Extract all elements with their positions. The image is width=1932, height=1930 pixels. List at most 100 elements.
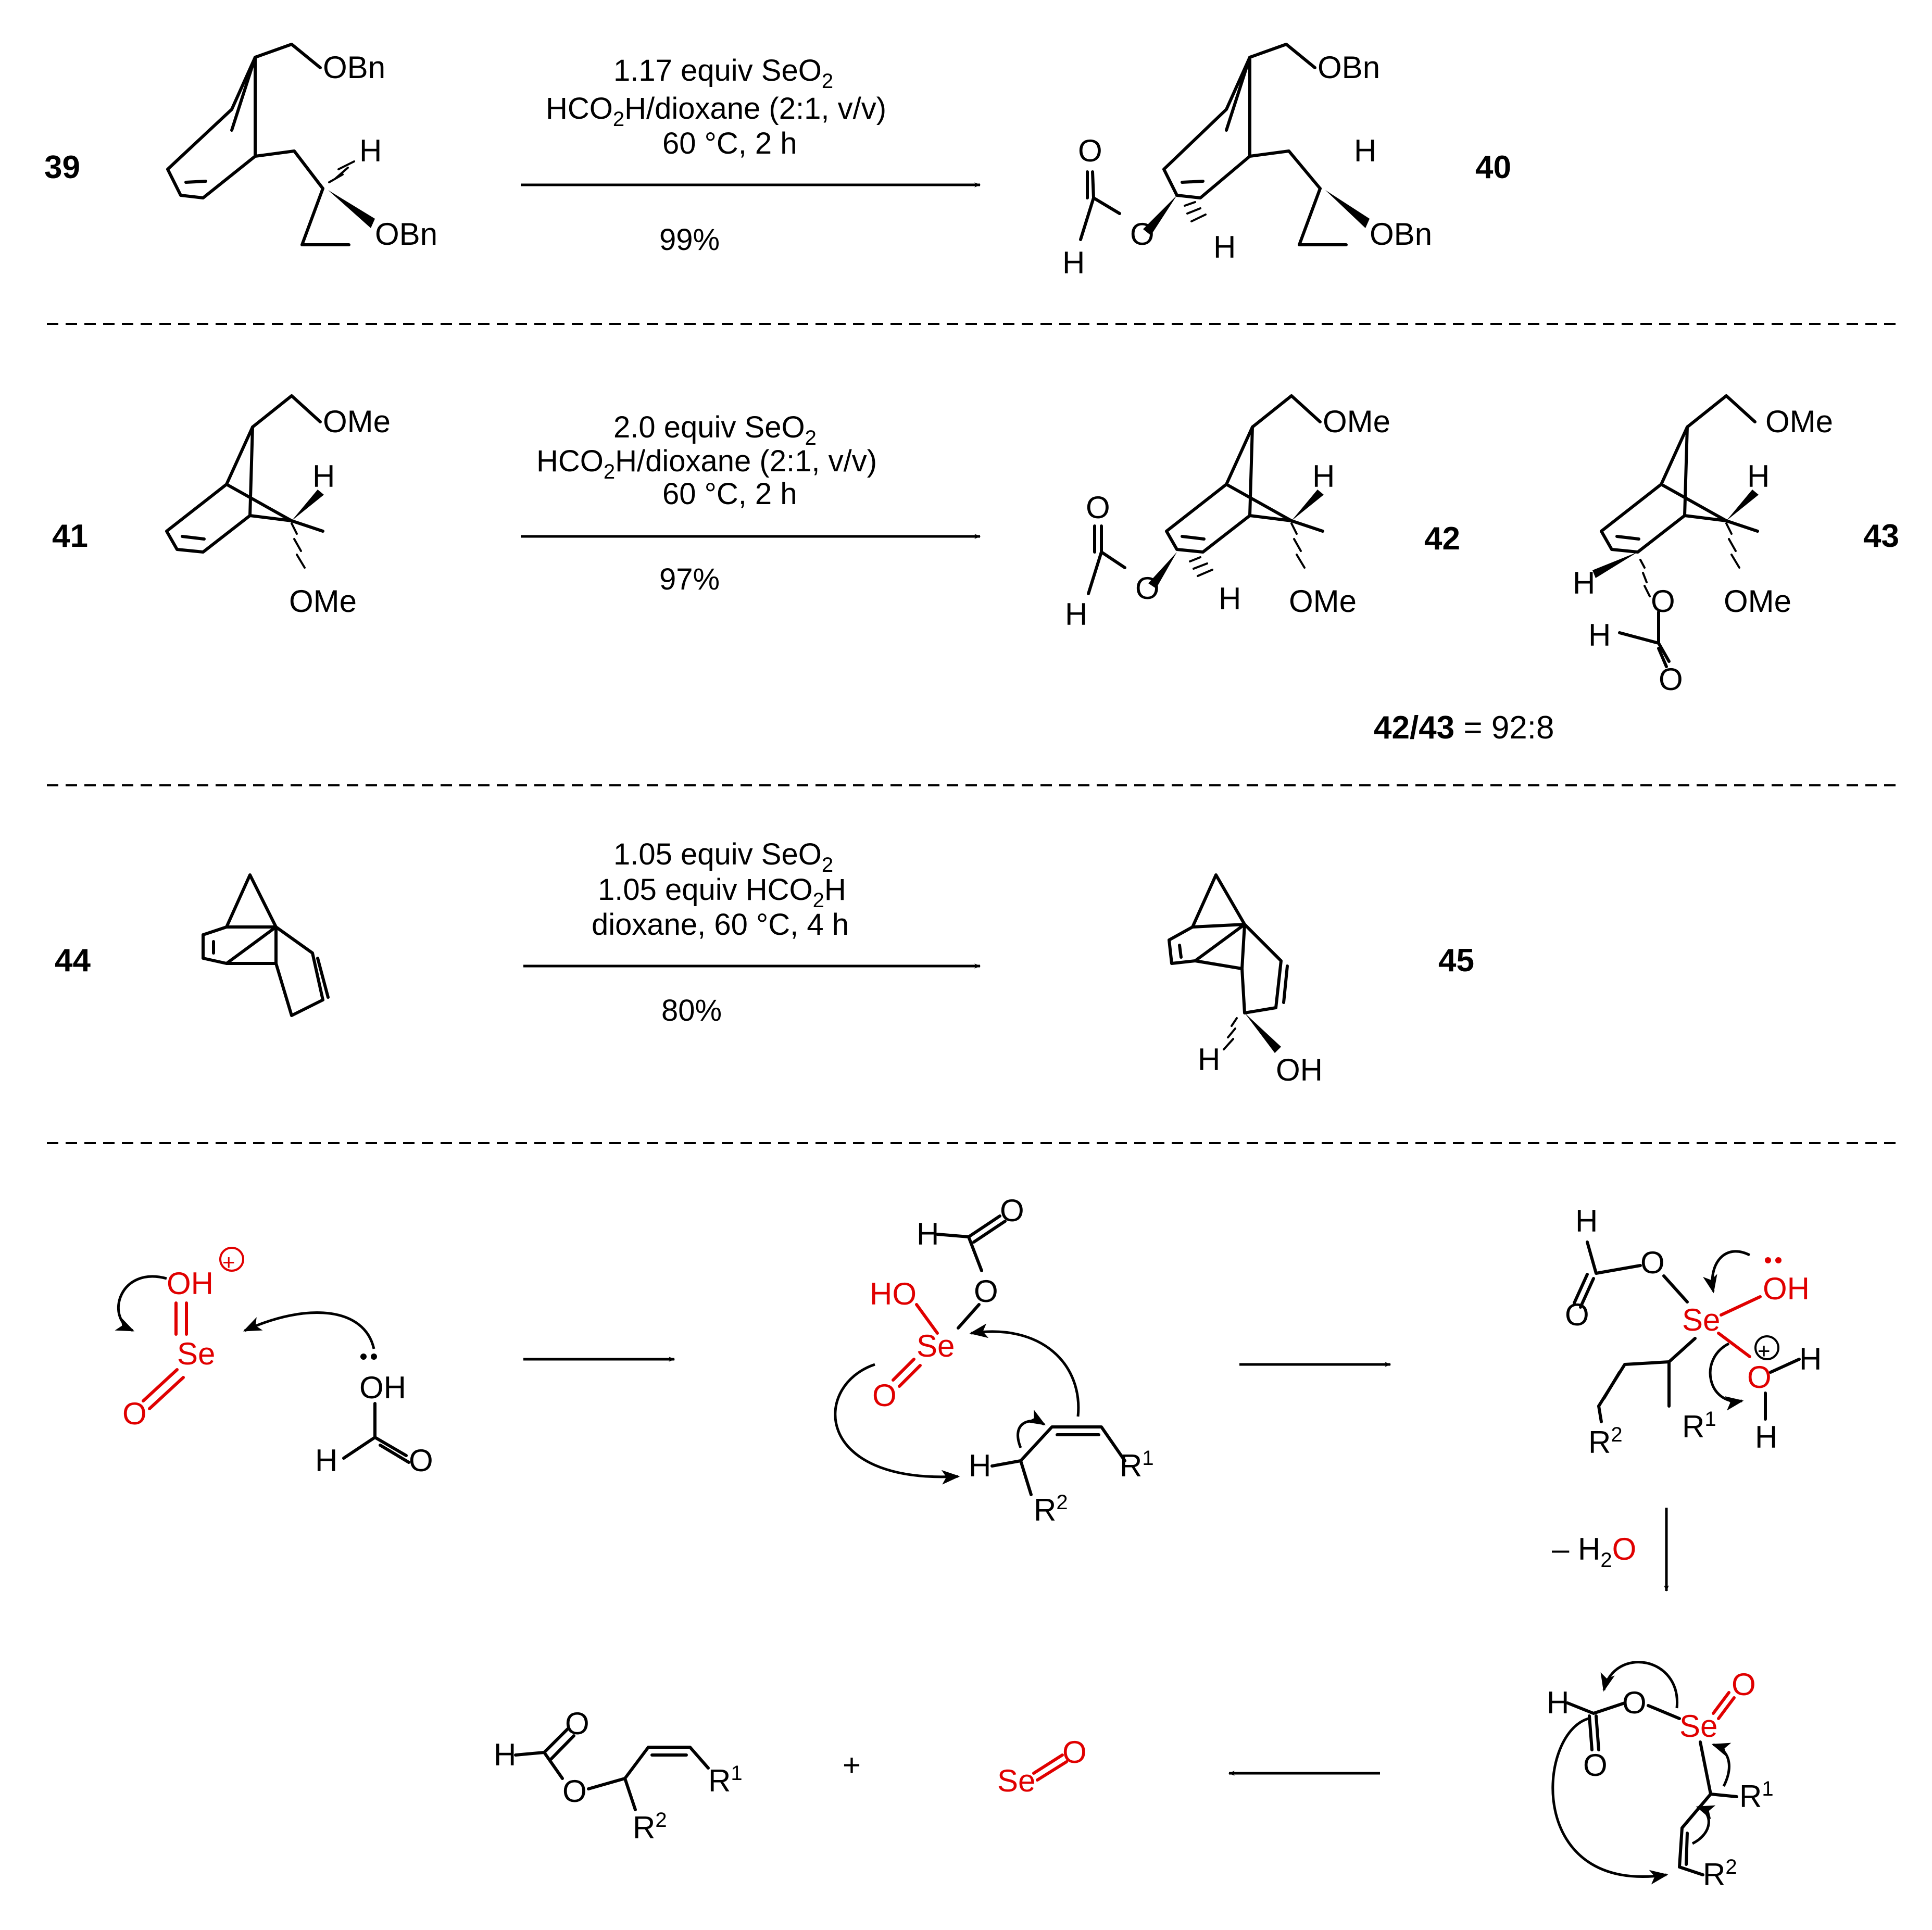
svg-text:H: H bbox=[1354, 133, 1376, 168]
svg-text:O: O bbox=[1000, 1193, 1024, 1228]
svg-text:O: O bbox=[974, 1274, 998, 1309]
svg-text:O: O bbox=[565, 1706, 589, 1741]
mechanism-products: H O O R2 R1 bbox=[494, 1706, 743, 1845]
mechanism-stage-3: H O O Se OH + O H H R2 R1 bbox=[1565, 1204, 1822, 1460]
compound-45-structure: H OH bbox=[1168, 873, 1323, 1087]
svg-text:H: H bbox=[1312, 459, 1335, 494]
compound-41-label: 41 bbox=[52, 518, 88, 554]
compound-40-structure: OBn H OBn O O H H bbox=[1062, 43, 1432, 280]
svg-text:H: H bbox=[1062, 245, 1085, 280]
svg-text:O: O bbox=[1732, 1667, 1756, 1702]
svg-text:H: H bbox=[1799, 1342, 1822, 1376]
compound-45-label: 45 bbox=[1438, 943, 1474, 979]
svg-text:+: + bbox=[1758, 1338, 1771, 1363]
svg-text:Se: Se bbox=[917, 1329, 955, 1363]
svg-text:R2: R2 bbox=[1588, 1423, 1623, 1460]
svg-text:O: O bbox=[1622, 1685, 1647, 1720]
compound-42-label: 42 bbox=[1424, 521, 1460, 557]
svg-text:R1: R1 bbox=[708, 1762, 743, 1798]
compound-39-label: 39 bbox=[44, 149, 80, 185]
svg-text:H: H bbox=[1198, 1042, 1220, 1077]
reaction2-yield: 97% bbox=[659, 562, 720, 596]
svg-text:R1: R1 bbox=[1739, 1777, 1774, 1814]
compound-42-structure: OMe H OMe O O H H bbox=[1065, 394, 1390, 632]
svg-text:R1: R1 bbox=[1120, 1447, 1154, 1483]
reaction1-yield: 99% bbox=[659, 223, 720, 257]
svg-text:OMe: OMe bbox=[1289, 584, 1357, 619]
mechanism-stage-4: H O O Se O R1 R2 bbox=[1547, 1661, 1774, 1892]
svg-text:Se: Se bbox=[1682, 1302, 1720, 1337]
svg-text:H: H bbox=[1575, 1204, 1598, 1238]
svg-text:OBn: OBn bbox=[1370, 217, 1432, 252]
compound-44-structure bbox=[202, 873, 330, 1017]
svg-text:H: H bbox=[1213, 230, 1236, 265]
svg-text:OMe: OMe bbox=[1724, 584, 1791, 619]
reaction2-condition-line2: HCO2H/dioxane (2:1, v/v) bbox=[536, 444, 877, 483]
mechanism-stage-1: OH + Se O OH H O bbox=[115, 1247, 433, 1478]
seo-product: Se O bbox=[997, 1735, 1087, 1798]
svg-text:O: O bbox=[562, 1774, 587, 1809]
reaction3-condition-line2: 1.05 equiv HCO2H bbox=[598, 873, 846, 912]
svg-text:H: H bbox=[1219, 581, 1241, 616]
compound-39-structure: OBn H OBn bbox=[166, 43, 437, 252]
svg-text:OH: OH bbox=[1763, 1271, 1810, 1306]
svg-text:O: O bbox=[1651, 584, 1675, 619]
svg-text:Se: Se bbox=[177, 1336, 215, 1371]
svg-text:O: O bbox=[1640, 1245, 1665, 1280]
svg-text:R1: R1 bbox=[1682, 1408, 1716, 1444]
water-loss-label: – H2O bbox=[1552, 1532, 1636, 1572]
compound-43-label: 43 bbox=[1863, 518, 1899, 554]
svg-text:R2: R2 bbox=[633, 1809, 667, 1845]
svg-text:H: H bbox=[1755, 1420, 1777, 1455]
svg-text:OMe: OMe bbox=[323, 404, 391, 439]
reaction3-yield: 80% bbox=[661, 994, 722, 1027]
svg-text:O: O bbox=[1565, 1297, 1589, 1332]
reaction1-condition-line3: 60 °C, 2 h bbox=[662, 127, 797, 160]
svg-text:H: H bbox=[494, 1737, 516, 1772]
svg-text:OMe: OMe bbox=[1765, 404, 1833, 439]
compound-41-structure: OMe H OMe bbox=[165, 394, 391, 619]
mechanism-stage-2: H O O HO Se O H R2 R1 bbox=[834, 1193, 1154, 1527]
svg-text:H: H bbox=[917, 1217, 939, 1251]
svg-text:O: O bbox=[1130, 217, 1155, 252]
svg-text:R2: R2 bbox=[1034, 1491, 1068, 1527]
svg-text:O: O bbox=[1583, 1748, 1608, 1783]
svg-text:H: H bbox=[969, 1448, 991, 1483]
reaction3-condition-line1: 1.05 equiv SeO2 bbox=[613, 837, 833, 876]
svg-text:O: O bbox=[1659, 662, 1683, 697]
svg-text:Se: Se bbox=[997, 1763, 1035, 1798]
svg-text:Se: Se bbox=[1679, 1709, 1717, 1744]
svg-text:O: O bbox=[1078, 133, 1102, 168]
svg-text:H: H bbox=[1065, 597, 1087, 632]
svg-text:OBn: OBn bbox=[1318, 50, 1380, 85]
svg-text:O: O bbox=[409, 1443, 433, 1478]
ratio-42-43: 42/43 = 92:8 bbox=[1374, 710, 1554, 746]
svg-text:OH: OH bbox=[1276, 1052, 1323, 1087]
svg-text:HO: HO bbox=[870, 1276, 917, 1311]
svg-text:OMe: OMe bbox=[289, 584, 357, 619]
svg-text:OH: OH bbox=[167, 1266, 214, 1301]
plus-sign: + bbox=[843, 1748, 861, 1783]
reaction2-condition-line1: 2.0 equiv SeO2 bbox=[613, 410, 817, 449]
compound-43-structure: OMe H OMe H O H O bbox=[1573, 394, 1833, 697]
reaction1-condition-line2: HCO2H/dioxane (2:1, v/v) bbox=[546, 92, 886, 131]
svg-text:O: O bbox=[1062, 1735, 1087, 1770]
reaction1-condition-line1: 1.17 equiv SeO2 bbox=[613, 54, 833, 93]
svg-text:O: O bbox=[1747, 1360, 1772, 1395]
svg-text:H: H bbox=[1747, 459, 1770, 494]
svg-text:H: H bbox=[315, 1443, 337, 1478]
svg-text:O: O bbox=[1135, 571, 1160, 606]
svg-text:O: O bbox=[1086, 490, 1110, 525]
svg-text:OBn: OBn bbox=[375, 217, 437, 252]
svg-text:OMe: OMe bbox=[1323, 404, 1390, 439]
svg-text:O: O bbox=[872, 1378, 897, 1413]
svg-text:+: + bbox=[222, 1250, 235, 1274]
svg-text:OBn: OBn bbox=[323, 50, 385, 85]
svg-text:R2: R2 bbox=[1703, 1856, 1737, 1892]
compound-44-label: 44 bbox=[55, 943, 91, 979]
svg-text:O: O bbox=[122, 1396, 147, 1431]
svg-text:H: H bbox=[359, 133, 382, 168]
svg-text:H: H bbox=[312, 459, 335, 494]
reaction2-condition-line3: 60 °C, 2 h bbox=[662, 477, 797, 511]
